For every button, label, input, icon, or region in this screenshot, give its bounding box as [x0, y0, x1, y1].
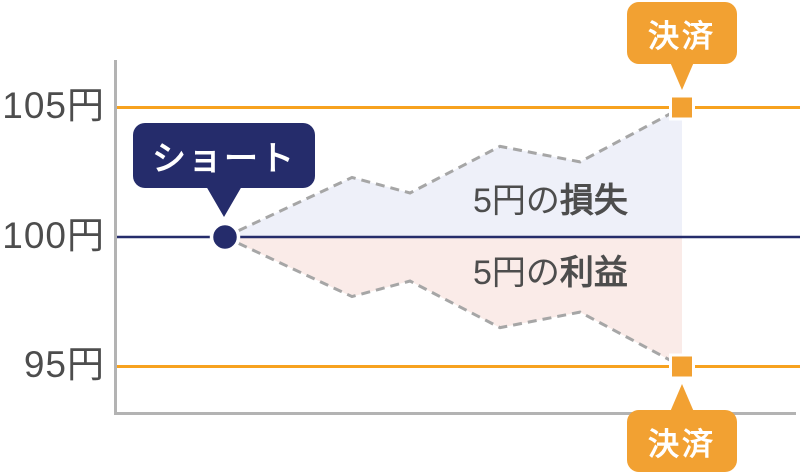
loss-annotation: 5円の損失 — [473, 184, 628, 218]
profit-annotation-prefix: 5円の — [473, 254, 560, 292]
profit-annotation: 5円の利益 — [473, 256, 628, 290]
loss-annotation-prefix: 5円の — [473, 182, 560, 220]
settlement-marker-top — [669, 94, 695, 121]
settlement-marker-bottom — [669, 353, 695, 380]
loss-annotation-bold: 損失 — [559, 182, 628, 220]
short-entry-bubble: ショート — [133, 123, 315, 188]
settlement-bottom-bubble: 決済 — [627, 410, 737, 472]
short-entry-bubble-pointer-icon — [206, 186, 242, 217]
ytick-95yen: 95円 — [23, 344, 105, 385]
entry-marker — [209, 221, 241, 253]
profit-area — [225, 237, 682, 367]
loss-area — [225, 107, 682, 237]
ytick-105yen: 105円 — [2, 85, 105, 126]
settlement-top-bubble: 決済 — [627, 2, 737, 64]
ytick-100yen: 100円 — [2, 215, 105, 256]
settlement-bottom-bubble-pointer-icon — [670, 384, 694, 412]
settlement-top-bubble-pointer-icon — [670, 62, 694, 90]
profit-annotation-bold: 利益 — [559, 254, 628, 292]
